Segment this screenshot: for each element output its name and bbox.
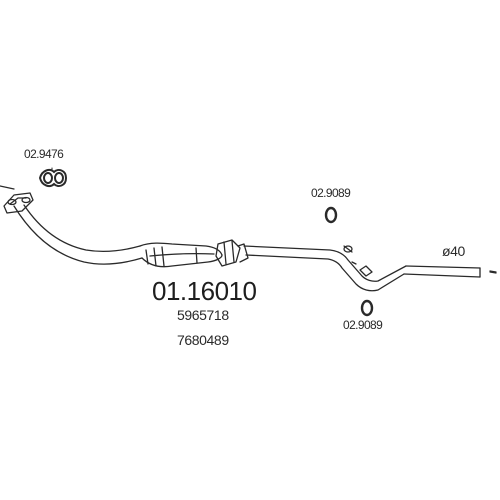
front-flange [3, 192, 34, 214]
rubber-ring-lower-part-number: 02.9089 [343, 318, 383, 332]
gasket-part-number: 02.9476 [24, 147, 64, 161]
gasket-icon [38, 169, 68, 187]
oe-number: 5965718 [177, 307, 229, 323]
front-pointer-icon [0, 185, 15, 190]
tail-pipe [403, 265, 481, 278]
rubber-ring-icon [360, 299, 374, 317]
down-pipe [13, 204, 143, 265]
oe-number: 7680489 [177, 332, 229, 348]
pipe-clamp [215, 239, 249, 267]
rubber-ring-upper-part-number: 02.9089 [311, 186, 351, 200]
main-part-number: 01.16010 [152, 276, 257, 306]
rear-pointer-icon [489, 270, 497, 274]
middle-pipe [243, 245, 407, 292]
catalyst-body [139, 242, 223, 268]
pipe-diameter-label: ø40 [442, 243, 465, 259]
rubber-ring-icon [324, 206, 338, 224]
